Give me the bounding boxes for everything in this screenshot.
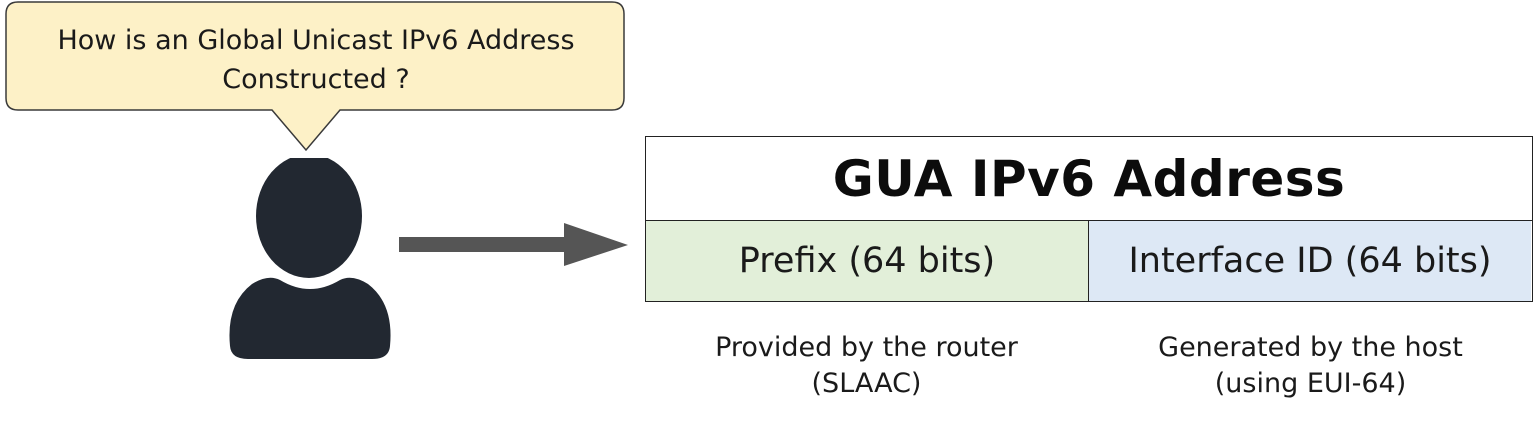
- speech-bubble-shape: [5, 1, 625, 152]
- person-icon: [229, 158, 391, 359]
- interface-caption-line-2: (using EUI-64): [1214, 368, 1407, 399]
- interface-caption: Generated by the host (using EUI-64): [1088, 330, 1533, 402]
- prefix-cell: Prefix (64 bits): [646, 221, 1089, 301]
- prefix-caption: Provided by the router (SLAAC): [645, 330, 1088, 402]
- question-line-1: How is an Global Unicast IPv6 Address: [57, 25, 575, 56]
- interface-id-cell: Interface ID (64 bits): [1089, 221, 1531, 301]
- prefix-caption-line-1: Provided by the router: [715, 332, 1018, 363]
- interface-caption-line-1: Generated by the host: [1158, 332, 1463, 363]
- arrow-head: [564, 223, 628, 266]
- gua-address-table: GUA IPv6 Address Prefix (64 bits) Interf…: [645, 136, 1533, 302]
- question-line-2: Constructed ?: [222, 64, 410, 95]
- arrow-right-icon: [399, 223, 628, 266]
- person-head: [256, 158, 362, 278]
- speech-bubble-text: How is an Global Unicast IPv6 Address Co…: [8, 14, 624, 106]
- arrow-shaft: [399, 237, 565, 252]
- address-title: GUA IPv6 Address: [646, 137, 1532, 221]
- prefix-caption-line-2: (SLAAC): [811, 368, 922, 399]
- person-body: [229, 277, 391, 359]
- speech-bubble: [5, 1, 625, 152]
